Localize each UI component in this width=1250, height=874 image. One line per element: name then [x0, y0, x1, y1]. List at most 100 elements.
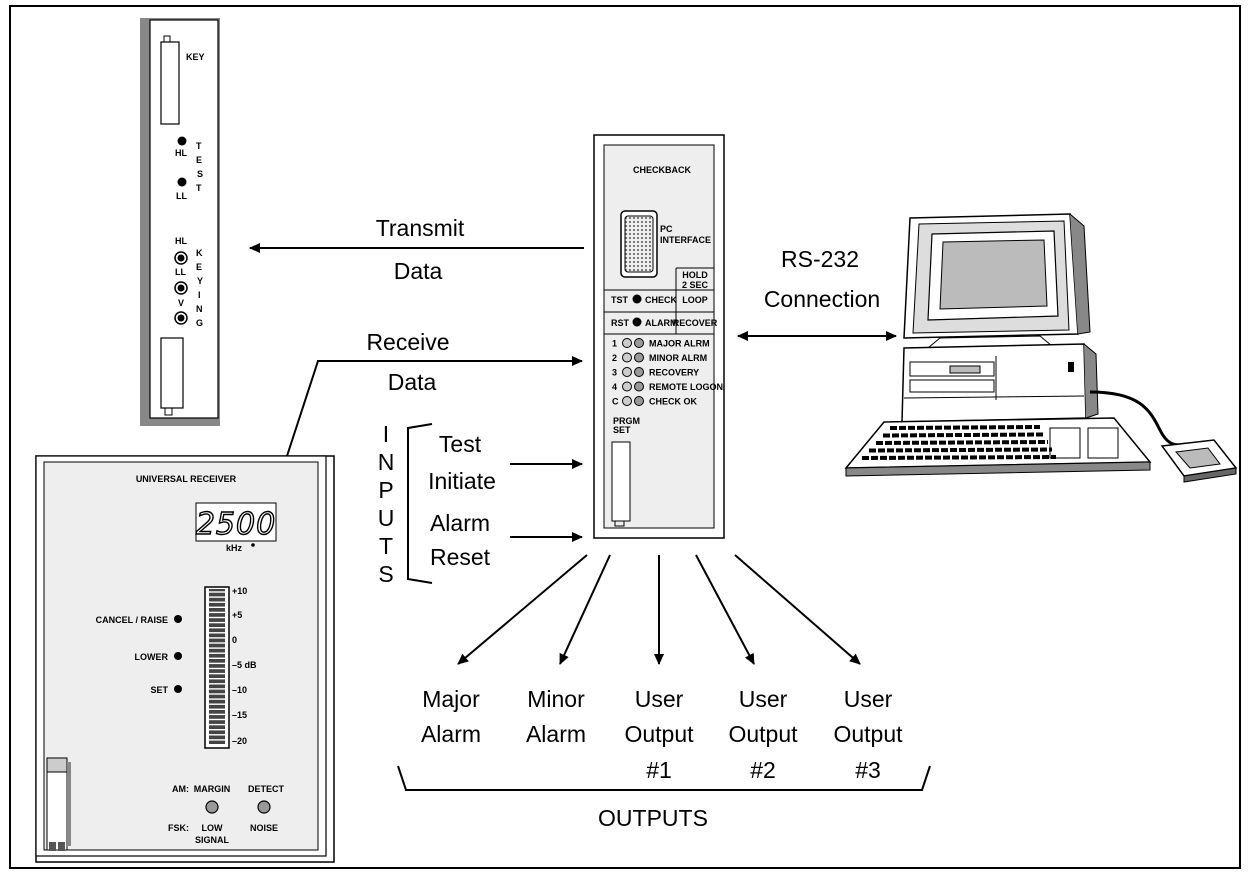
status-led	[634, 367, 644, 377]
status-led-row: C CHECK OK	[612, 396, 698, 407]
svg-text:Output: Output	[728, 721, 798, 747]
cancel-raise-led	[174, 615, 182, 623]
svg-text:S: S	[197, 169, 203, 179]
outputs-bracket	[397, 765, 931, 791]
keyboard-key-row	[889, 425, 1041, 430]
svg-text:E: E	[196, 262, 202, 272]
svg-text:FSK:: FSK:	[168, 823, 189, 833]
svg-text:RECOVER: RECOVER	[673, 318, 718, 328]
initiate-label: Initiate	[428, 468, 496, 494]
svg-text:SET: SET	[150, 685, 168, 695]
receive-data-label: Data	[388, 369, 437, 395]
svg-text:Output: Output	[833, 721, 903, 747]
detect-led	[257, 800, 271, 814]
svg-text:#2: #2	[750, 757, 776, 783]
svg-text:CANCEL / RAISE: CANCEL / RAISE	[96, 615, 168, 625]
svg-text:–20: –20	[232, 736, 247, 746]
svg-text:CHECKBACK: CHECKBACK	[633, 165, 691, 175]
rs232-label: RS-232	[781, 246, 859, 272]
user-output-3-arrow	[734, 554, 861, 665]
led-label: REMOTE LOGON	[649, 382, 723, 392]
svg-text:Alarm: Alarm	[526, 721, 586, 747]
svg-text:Alarm: Alarm	[421, 721, 481, 747]
svg-text:S: S	[378, 561, 393, 587]
svg-text:CHECK: CHECK	[645, 295, 678, 305]
svg-text:U: U	[378, 505, 395, 531]
svg-text:+5: +5	[232, 610, 242, 620]
svg-text:HOLD: HOLD	[682, 270, 708, 280]
svg-text:NOISE: NOISE	[250, 823, 278, 833]
led-label: MINOR ALRM	[649, 353, 707, 363]
led-label: CHECK OK	[649, 397, 698, 407]
svg-text:LL: LL	[175, 267, 186, 277]
tst-button[interactable]	[632, 294, 642, 304]
svg-text:+10: +10	[232, 586, 247, 596]
led-label: MAJOR ALRM	[649, 339, 710, 349]
status-led	[634, 381, 644, 392]
transmit-data-label: Data	[394, 258, 443, 284]
keyboard-numpad	[1087, 427, 1119, 459]
svg-text:LL: LL	[176, 191, 187, 201]
keyboard-key-row	[875, 440, 1049, 445]
svg-text:V: V	[178, 298, 184, 308]
svg-text:I: I	[383, 421, 389, 447]
led-id: C	[612, 397, 619, 407]
receive-label: Receive	[366, 329, 449, 355]
personal-computer	[844, 213, 1238, 483]
svg-text:INTERFACE: INTERFACE	[660, 235, 711, 245]
svg-text:2 SEC: 2 SEC	[682, 280, 709, 290]
svg-text:User: User	[739, 686, 788, 712]
status-led	[622, 352, 632, 363]
status-led-row: 4 REMOTE LOGON	[612, 381, 723, 392]
svg-text:N: N	[196, 304, 203, 314]
hl-test-led	[177, 136, 187, 146]
test-label: Test	[439, 431, 482, 457]
svg-text:LOWER: LOWER	[135, 652, 169, 662]
svg-text:#3: #3	[855, 757, 881, 783]
inputs-bracket	[407, 423, 433, 584]
svg-text:Major: Major	[422, 686, 480, 712]
svg-text:N: N	[378, 449, 395, 475]
svg-text:User: User	[844, 686, 893, 712]
svg-text:–15: –15	[232, 710, 247, 720]
frequency-display: 2500	[196, 507, 276, 542]
svg-text:K: K	[196, 248, 203, 258]
status-led	[622, 396, 632, 406]
set-led	[174, 685, 182, 693]
major-alarm-arrow	[457, 554, 588, 665]
svg-text:Output: Output	[624, 721, 694, 747]
svg-text:E: E	[196, 155, 202, 165]
svg-text:0: 0	[232, 635, 237, 645]
led-id: 4	[612, 382, 617, 392]
svg-text:–5 dB: –5 dB	[232, 660, 257, 670]
svg-text:P: P	[378, 477, 393, 503]
status-led	[622, 367, 632, 377]
rst-button[interactable]	[632, 317, 642, 327]
svg-text:I: I	[198, 290, 201, 300]
connection-label: Connection	[764, 286, 880, 312]
led-id: 1	[612, 339, 617, 349]
svg-text:ALARM: ALARM	[645, 318, 678, 328]
margin-led	[205, 800, 219, 814]
receive-arrow	[286, 356, 583, 457]
outputs-title: OUTPUTS	[598, 805, 708, 831]
transmitter-card: KEY HL LL T E S T HL LL V K E Y I N G	[140, 18, 220, 426]
svg-text:HL: HL	[175, 148, 187, 158]
svg-text:RST: RST	[611, 318, 630, 328]
svg-text:LOOP: LOOP	[682, 295, 708, 305]
svg-text:Minor: Minor	[527, 686, 585, 712]
svg-text:SIGNAL: SIGNAL	[195, 835, 230, 845]
key-label: KEY	[186, 52, 205, 62]
svg-text:DETECT: DETECT	[248, 784, 285, 794]
user-output-2-arrow	[695, 554, 755, 665]
svg-text:User: User	[635, 686, 684, 712]
receiver-title: UNIVERSAL RECEIVER	[136, 474, 237, 484]
keyboard-numpad	[1049, 427, 1081, 459]
svg-text:AM:: AM:	[172, 784, 189, 794]
led-label: RECOVERY	[649, 368, 699, 378]
status-led	[622, 338, 632, 348]
svg-text:HL: HL	[175, 236, 187, 246]
